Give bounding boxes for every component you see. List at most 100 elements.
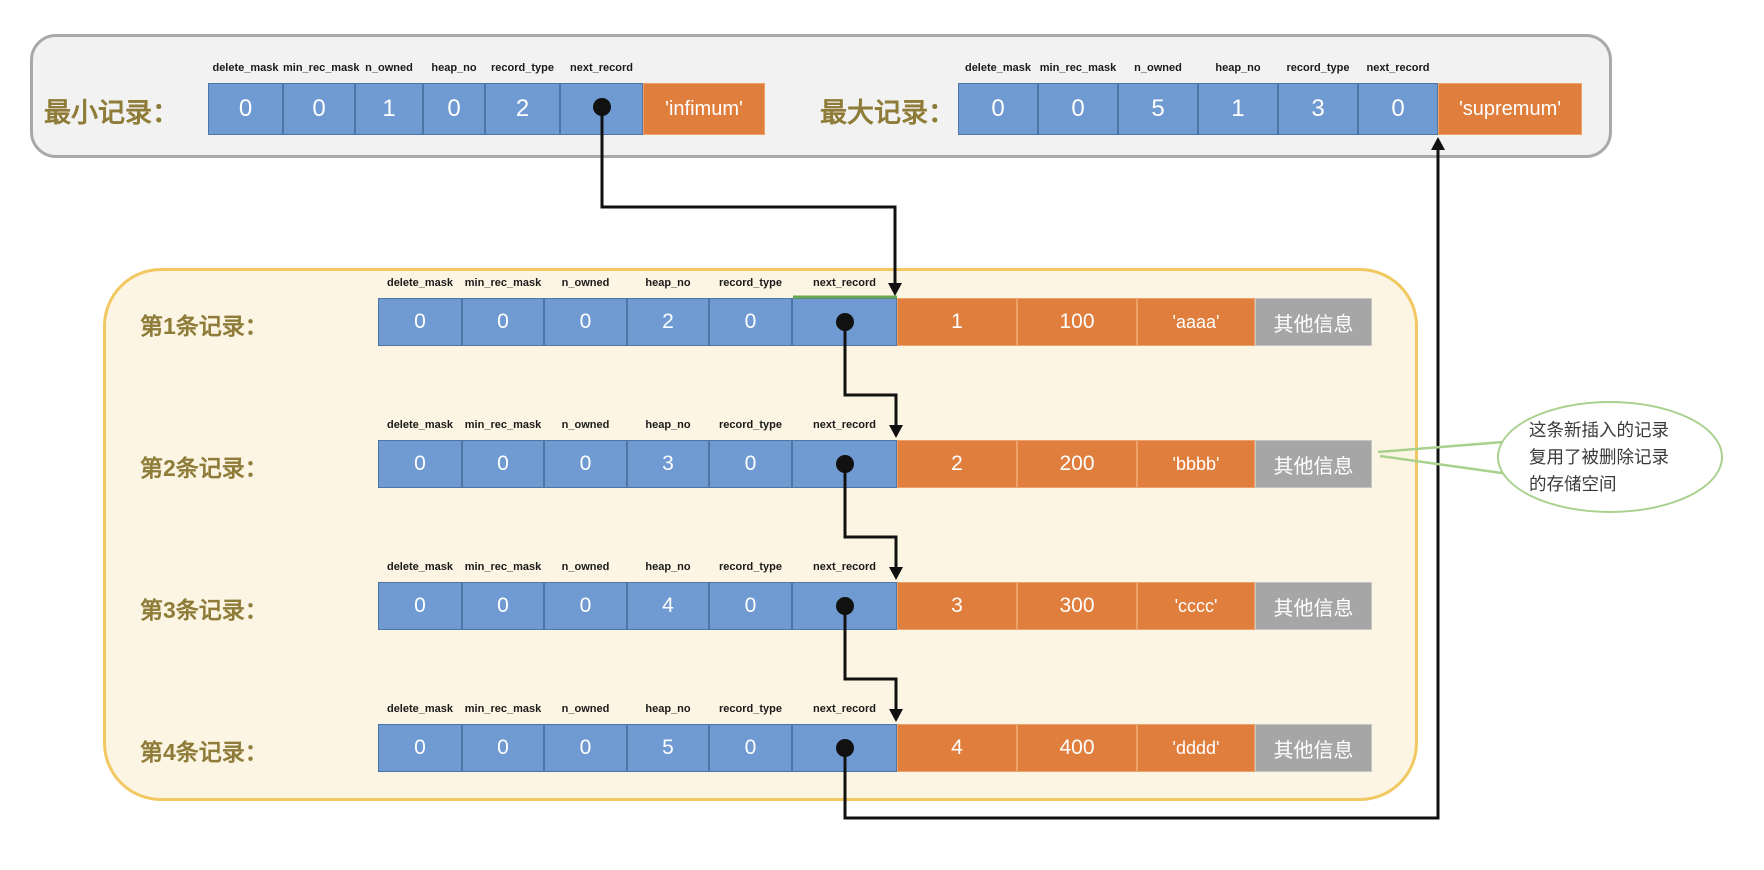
field-header-next-record: next_record <box>813 277 876 289</box>
record-3-label: 第3条记录： <box>140 597 268 623</box>
cell-min-rec-mask: 0 <box>462 724 544 772</box>
field-header-record-type: record_type <box>491 62 554 74</box>
cell-col1: 1 <box>897 298 1017 346</box>
cell-col1: 4 <box>897 724 1017 772</box>
cell-min-rec-mask: 0 <box>283 83 355 135</box>
cell-delete-mask: 0 <box>378 440 462 488</box>
cell-min-rec-mask: 0 <box>462 298 544 346</box>
min-record-headers: delete_mask min_rec_mask n_owned heap_no… <box>208 62 643 74</box>
min-record-label: 最小记录： <box>44 98 179 128</box>
user-records-panel <box>103 268 1418 801</box>
cell-next-record <box>792 298 897 346</box>
field-header-record-type: record_type <box>719 419 782 431</box>
cell-other-info: 其他信息 <box>1255 582 1372 630</box>
callout-line-1: 这条新插入的记录 <box>1529 419 1669 440</box>
cell-n-owned: 1 <box>355 83 423 135</box>
field-header-next-record: next_record <box>813 419 876 431</box>
max-record-headers: delete_mask min_rec_mask n_owned heap_no… <box>958 62 1438 74</box>
field-header-n-owned: n_owned <box>561 703 610 715</box>
cell-next-record <box>560 83 643 135</box>
cell-delete-mask: 0 <box>378 582 462 630</box>
cell-col2: 300 <box>1017 582 1137 630</box>
min-record-cells: 0 0 1 0 2 'infimum' <box>208 83 765 135</box>
record-3-table: delete_mask min_rec_mask n_owned heap_no… <box>378 561 1372 630</box>
cell-col3: 'aaaa' <box>1137 298 1255 346</box>
cell-heap-no: 2 <box>627 298 709 346</box>
cell-col2: 100 <box>1017 298 1137 346</box>
field-header-min-rec-mask: min_rec_mask <box>464 277 542 289</box>
max-record-cells: 0 0 5 1 3 0 'supremum' <box>958 83 1582 135</box>
field-header-min-rec-mask: min_rec_mask <box>1039 62 1117 74</box>
cell-other-info: 其他信息 <box>1255 724 1372 772</box>
field-header-next-record: next_record <box>813 703 876 715</box>
cell-col2: 400 <box>1017 724 1137 772</box>
record-1-label: 第1条记录： <box>140 313 268 339</box>
field-header-delete-mask: delete_mask <box>386 277 454 289</box>
field-header-min-rec-mask: min_rec_mask <box>464 419 542 431</box>
cell-heap-no: 4 <box>627 582 709 630</box>
cell-col2: 200 <box>1017 440 1137 488</box>
callout-line-3: 的存储空间 <box>1529 473 1617 494</box>
record-1-table: delete_mask min_rec_mask n_owned heap_no… <box>378 277 1372 346</box>
cell-other-info: 其他信息 <box>1255 298 1372 346</box>
field-header-min-rec-mask: min_rec_mask <box>464 561 542 573</box>
field-header-record-type: record_type <box>1286 62 1350 74</box>
record-2-cells: 0 0 0 3 0 2 200 'bbbb' 其他信息 <box>378 440 1372 488</box>
record-4-headers: delete_mask min_rec_mask n_owned heap_no… <box>378 703 897 715</box>
cell-record-type: 0 <box>709 298 792 346</box>
field-header-heap-no: heap_no <box>431 62 477 74</box>
cell-other-info: 其他信息 <box>1255 440 1372 488</box>
field-header-record-type: record_type <box>719 703 782 715</box>
cell-record-type: 0 <box>709 582 792 630</box>
cell-record-type: 3 <box>1278 83 1358 135</box>
record-4-label: 第4条记录： <box>140 739 268 765</box>
field-header-n-owned: n_owned <box>561 419 610 431</box>
field-header-heap-no: heap_no <box>645 277 691 289</box>
cell-heap-no: 3 <box>627 440 709 488</box>
field-header-heap-no: heap_no <box>645 703 691 715</box>
record-1-headers: delete_mask min_rec_mask n_owned heap_no… <box>378 277 897 289</box>
cell-next-record: 0 <box>1358 83 1438 135</box>
cell-n-owned: 0 <box>544 724 627 772</box>
cell-heap-no: 0 <box>423 83 485 135</box>
cell-record-type: 0 <box>709 440 792 488</box>
cell-col1: 3 <box>897 582 1017 630</box>
record-3-cells: 0 0 0 4 0 3 300 'cccc' 其他信息 <box>378 582 1372 630</box>
record-3-headers: delete_mask min_rec_mask n_owned heap_no… <box>378 561 897 573</box>
cell-n-owned: 0 <box>544 582 627 630</box>
cell-record-type: 2 <box>485 83 560 135</box>
field-header-n-owned: n_owned <box>1134 62 1182 74</box>
cell-n-owned: 0 <box>544 440 627 488</box>
cell-min-rec-mask: 0 <box>462 440 544 488</box>
cell-col1: 2 <box>897 440 1017 488</box>
callout-bubble: 这条新插入的记录 复用了被删除记录 的存储空间 <box>1497 401 1723 513</box>
cell-next-record <box>792 724 897 772</box>
cell-delete-mask: 0 <box>378 298 462 346</box>
cell-heap-no: 1 <box>1198 83 1278 135</box>
max-record-label: 最大记录： <box>820 98 955 128</box>
cell-min-rec-mask: 0 <box>1038 83 1118 135</box>
field-header-heap-no: heap_no <box>1215 62 1261 74</box>
field-header-delete-mask: delete_mask <box>964 62 1032 74</box>
record-4-cells: 0 0 0 5 0 4 400 'dddd' 其他信息 <box>378 724 1372 772</box>
record-1-cells: 0 0 0 2 0 1 100 'aaaa' 其他信息 <box>378 298 1372 346</box>
record-2-headers: delete_mask min_rec_mask n_owned heap_no… <box>378 419 897 431</box>
cell-delete-mask: 0 <box>378 724 462 772</box>
cell-col3: 'bbbb' <box>1137 440 1255 488</box>
cell-next-record <box>792 440 897 488</box>
cell-record-type: 0 <box>709 724 792 772</box>
field-header-delete-mask: delete_mask <box>386 561 454 573</box>
callout-line-2: 复用了被删除记录 <box>1529 446 1669 467</box>
cell-col3: 'cccc' <box>1137 582 1255 630</box>
field-header-n-owned: n_owned <box>561 277 610 289</box>
cell-next-record <box>792 582 897 630</box>
field-header-min-rec-mask: min_rec_mask <box>464 703 542 715</box>
cell-n-owned: 5 <box>1118 83 1198 135</box>
max-record-table: delete_mask min_rec_mask n_owned heap_no… <box>958 62 1582 135</box>
field-header-delete-mask: delete_mask <box>386 419 454 431</box>
supremum-cell: 'supremum' <box>1438 83 1582 135</box>
record-2-table: delete_mask min_rec_mask n_owned heap_no… <box>378 419 1372 488</box>
min-record-table: delete_mask min_rec_mask n_owned heap_no… <box>208 62 765 135</box>
cell-heap-no: 5 <box>627 724 709 772</box>
